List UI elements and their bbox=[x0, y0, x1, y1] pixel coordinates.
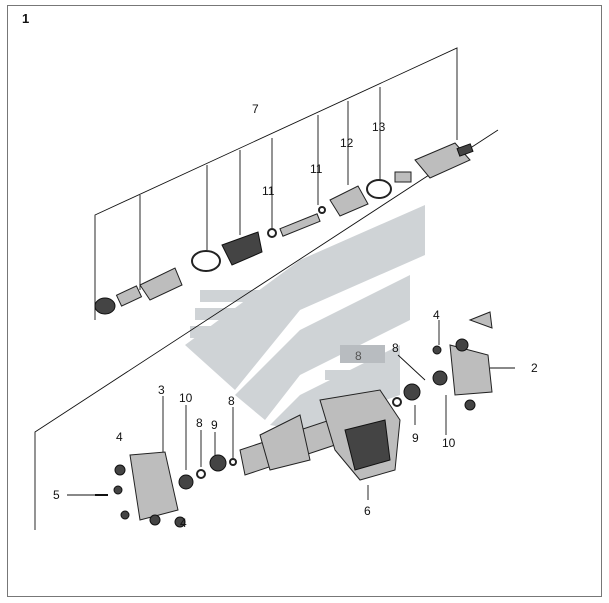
callout-7: 7 bbox=[252, 102, 259, 116]
callout-4-top: 4 bbox=[433, 308, 440, 322]
inner-cv-joint bbox=[414, 142, 471, 179]
lower-bracket bbox=[34, 129, 499, 530]
bearing-9-left bbox=[209, 454, 227, 472]
clip-11-left bbox=[267, 228, 277, 238]
diagram-border bbox=[7, 5, 602, 597]
callout-11-left: 11 bbox=[262, 184, 275, 198]
callout-8-mid: 8 bbox=[228, 394, 235, 408]
upper-bracket bbox=[94, 47, 458, 320]
callout-13: 13 bbox=[372, 120, 386, 134]
watermark-badge-box bbox=[340, 345, 385, 363]
callout-11-right: 11 bbox=[310, 162, 323, 176]
upper-driveshaft-group: 7 13 12 11 11 bbox=[34, 47, 499, 530]
callout-10-left: 10 bbox=[179, 391, 193, 405]
callout-9-right: 9 bbox=[412, 431, 419, 445]
right-knuckle-2 bbox=[449, 344, 493, 396]
bearing-10-right bbox=[432, 370, 448, 386]
boot-clamp-ring bbox=[191, 250, 221, 272]
callout-6: 6 bbox=[364, 504, 371, 518]
axle-shaft bbox=[279, 213, 321, 237]
callout-5: 5 bbox=[53, 488, 60, 502]
callout-3: 3 bbox=[158, 383, 165, 397]
bearing-10-left bbox=[178, 474, 194, 490]
left-knuckle-3 bbox=[129, 451, 179, 521]
callout-10-right: 10 bbox=[442, 436, 456, 450]
callout-4-bottom: 4 bbox=[180, 516, 187, 530]
callout-8-left: 8 bbox=[196, 416, 203, 430]
callout-8-top: 8 bbox=[392, 341, 399, 355]
sheet-number: 1 bbox=[22, 11, 29, 26]
seal-8-right bbox=[392, 397, 402, 407]
watermark-logo: 8 bbox=[185, 205, 425, 430]
watermark-badge-text: 8 bbox=[355, 349, 362, 363]
clip-11-right bbox=[318, 206, 326, 214]
outer-cv-joint bbox=[139, 267, 183, 301]
outer-cv-ring bbox=[94, 297, 116, 315]
callout-2: 2 bbox=[531, 361, 538, 375]
cv-boot-right bbox=[329, 185, 369, 217]
cv-boot-left bbox=[221, 231, 263, 266]
callout-9-left: 9 bbox=[211, 418, 218, 432]
boot-clamp-ring-13 bbox=[366, 179, 392, 199]
bearing-9-right bbox=[403, 383, 421, 401]
callout-4-left: 4 bbox=[116, 430, 123, 444]
seal-8-left bbox=[196, 469, 206, 479]
callout-12: 12 bbox=[340, 136, 354, 150]
lower-axle-group: 8 2 4 3 10 8 8 9 9 10 4 5 4 6 bbox=[53, 308, 538, 530]
seal-8-mid bbox=[229, 458, 237, 466]
